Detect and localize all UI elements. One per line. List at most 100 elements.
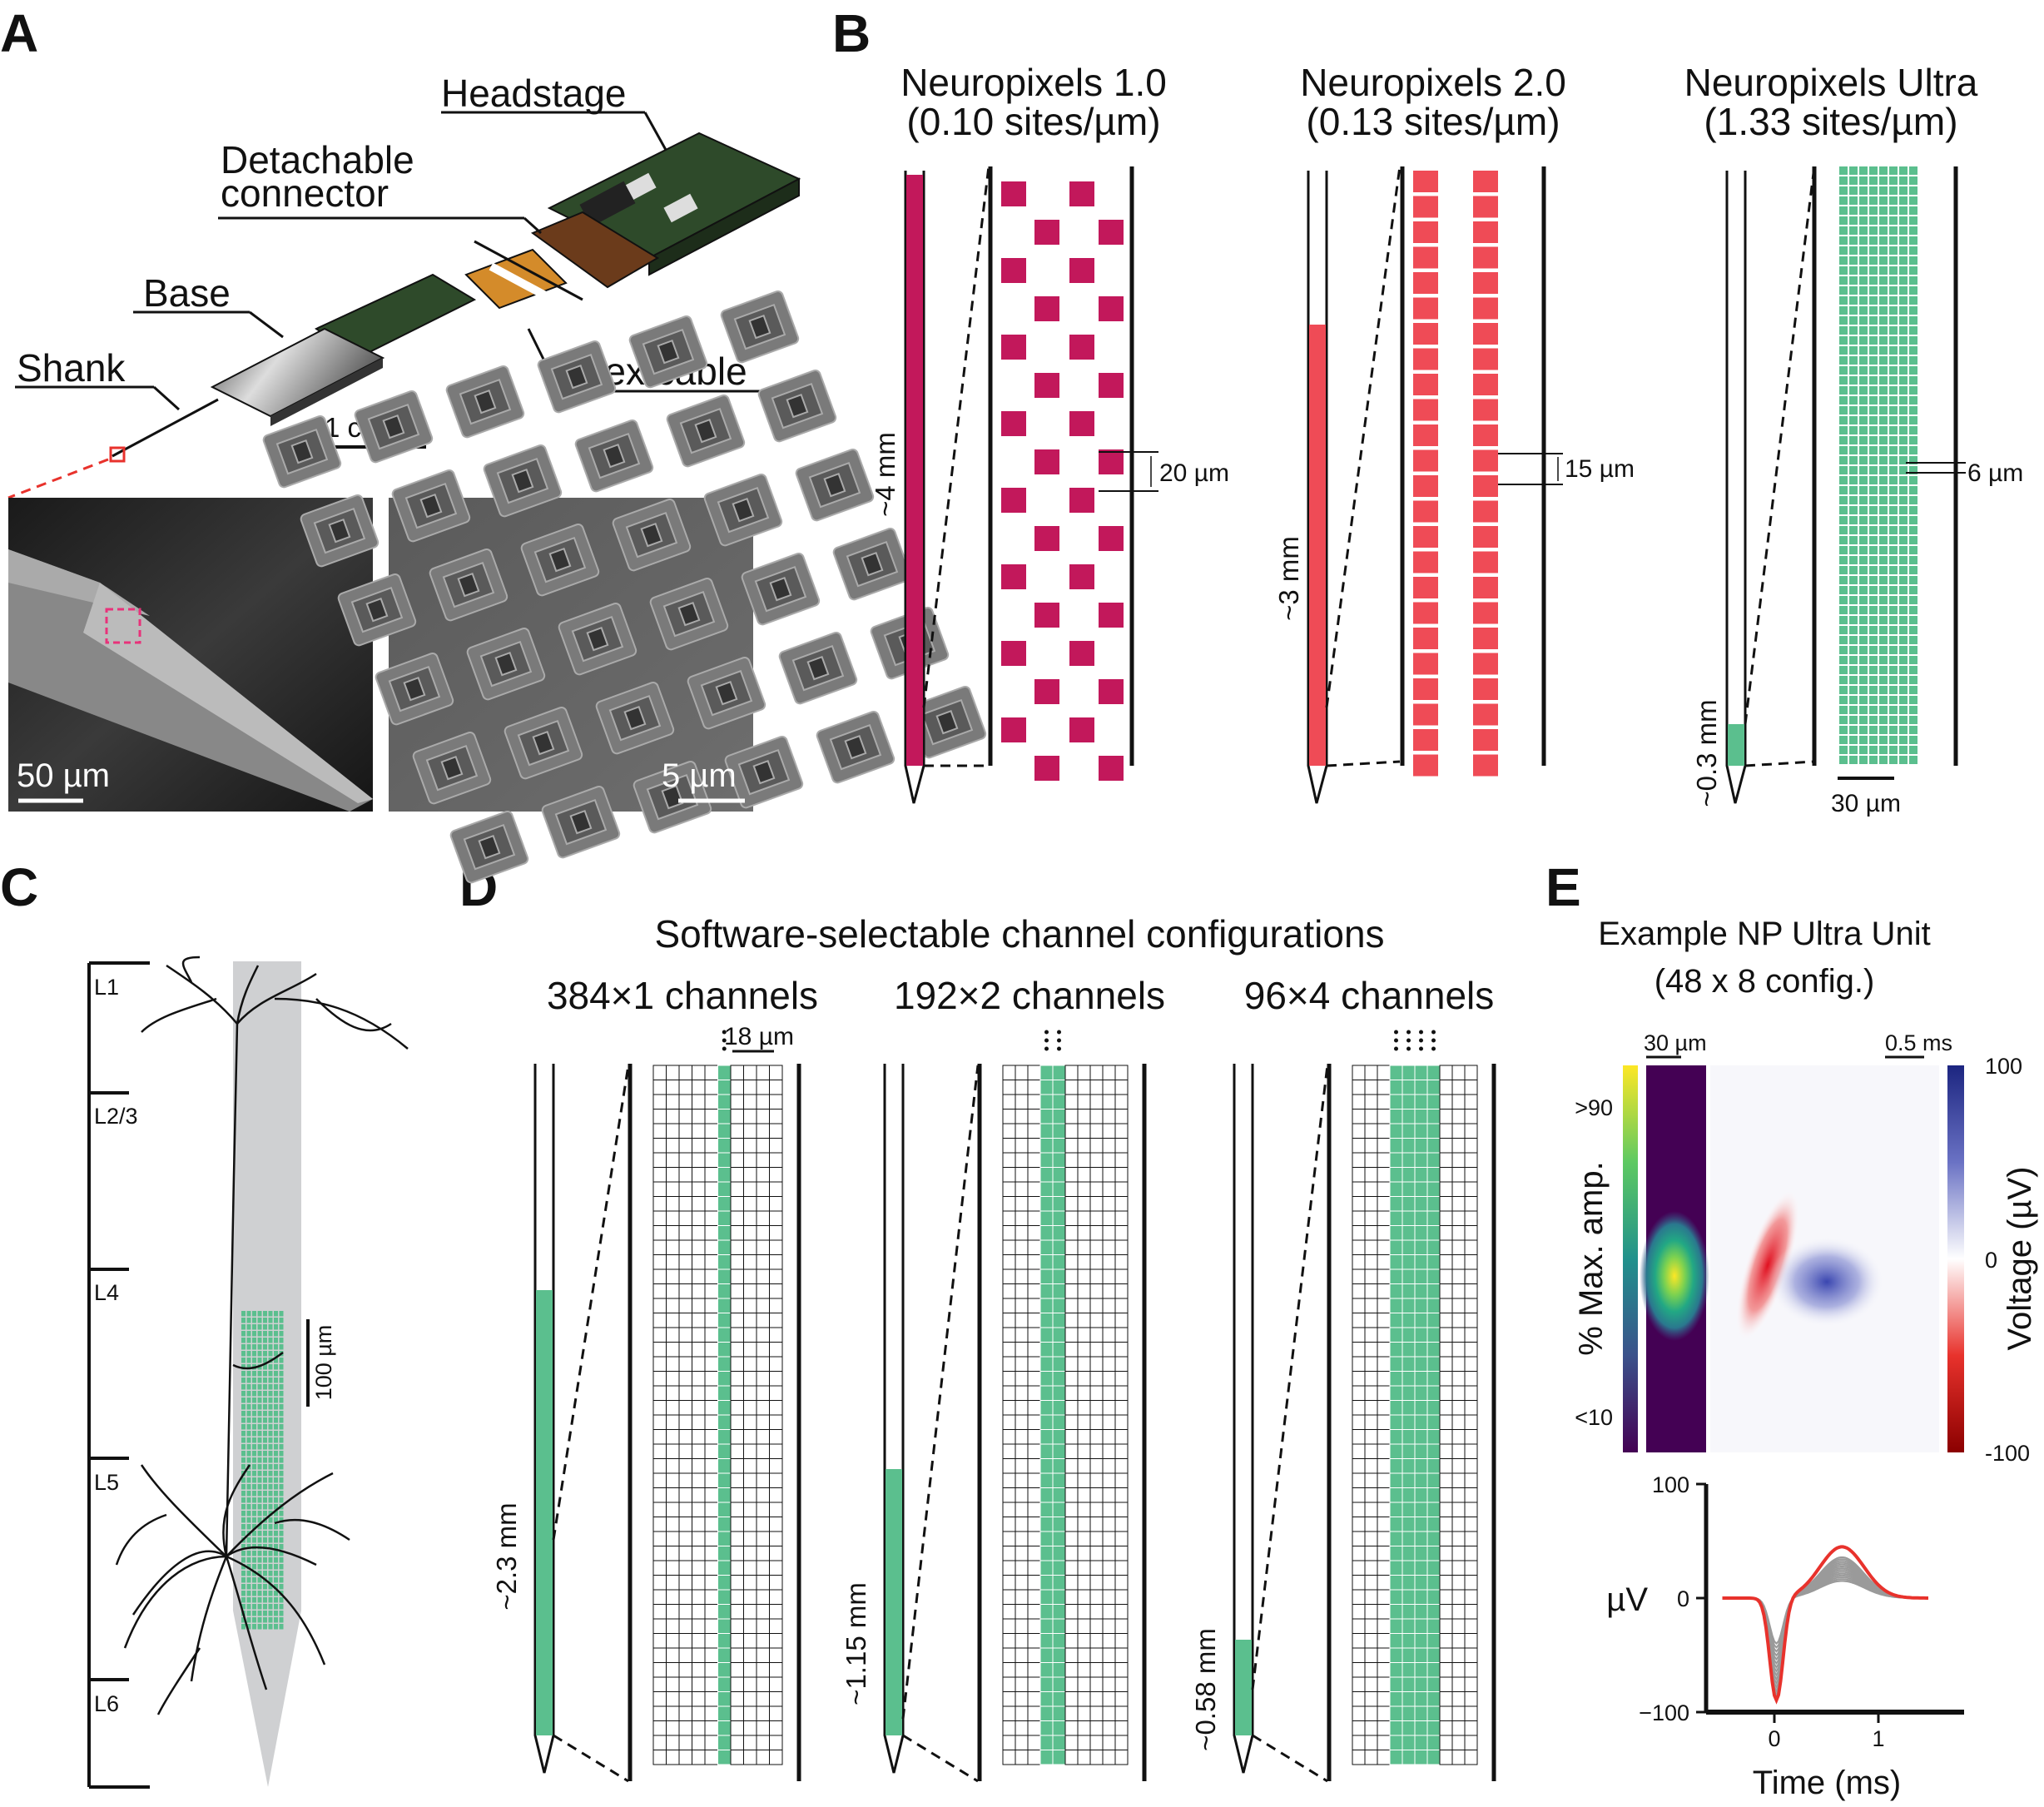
channel-cell: [1102, 1560, 1116, 1576]
channel-cell: [1077, 1167, 1091, 1183]
channel-cell: [743, 1720, 757, 1736]
channel-cell: [666, 1735, 680, 1750]
channel-cell: [717, 1429, 732, 1445]
channel-cell: [1077, 1429, 1091, 1445]
c-site: [252, 1491, 256, 1497]
channel-cell: [1027, 1676, 1041, 1692]
sem-site: [537, 340, 617, 414]
ultra-site: [1839, 676, 1848, 684]
ultra-site: [1889, 476, 1898, 484]
ultra-site: [1839, 436, 1848, 444]
c-site: [263, 1491, 267, 1497]
ultra-site: [1859, 666, 1868, 674]
channel-cell: [717, 1283, 732, 1299]
zoom-line: [1251, 1065, 1329, 1690]
ultra-site: [1899, 256, 1908, 265]
channel-cell: [1352, 1371, 1366, 1387]
channel-cell: [1377, 1210, 1391, 1226]
channel-cell: [678, 1109, 692, 1124]
channel-cell: [704, 1109, 718, 1124]
channel-cell: [1439, 1414, 1453, 1430]
ultra-site: [1859, 556, 1868, 564]
channel-cell: [1439, 1225, 1453, 1241]
ultra-site: [1869, 486, 1878, 494]
pyramidal-neuron: [115, 956, 409, 1715]
ultra-site: [1859, 266, 1868, 275]
channel-cell: [666, 1313, 680, 1328]
c-site: [268, 1584, 273, 1590]
ultra-site: [1859, 366, 1868, 375]
dot: [1044, 1038, 1049, 1043]
channel-cell: [1464, 1414, 1478, 1430]
channel-cell: [666, 1443, 680, 1459]
channel-cell: [743, 1458, 757, 1474]
channel-cell: [1077, 1094, 1091, 1110]
channel-cell: [1015, 1575, 1029, 1591]
c-site: [274, 1397, 278, 1403]
channel-cell: [704, 1458, 718, 1474]
ultra-site: [1899, 576, 1908, 584]
ultra-site: [1879, 436, 1888, 444]
ultra-site: [1859, 166, 1868, 175]
c-site: [263, 1351, 267, 1357]
channel-cell: [692, 1429, 706, 1445]
channel-cell: [1015, 1283, 1029, 1299]
ultra-site: [1889, 326, 1898, 335]
channel-cell: [1114, 1720, 1129, 1736]
ultra-site: [1869, 666, 1878, 674]
ultra-site: [1839, 216, 1848, 225]
channel-cell: [1002, 1662, 1016, 1678]
ultra-site: [1869, 496, 1878, 504]
c-site: [274, 1611, 278, 1616]
c-site: [263, 1324, 267, 1330]
ultra-site: [1859, 326, 1868, 335]
channel-cell: [1439, 1589, 1453, 1605]
channel-cell: [1089, 1109, 1104, 1124]
ultra-site: [1869, 716, 1878, 724]
channel-cell: [1002, 1167, 1016, 1183]
ultra-site: [1849, 726, 1858, 734]
channel-cell: [1077, 1618, 1091, 1634]
channel-cell: [1426, 1720, 1441, 1736]
channel-cell: [1077, 1313, 1091, 1328]
channel-cell: [666, 1560, 680, 1576]
channel-cell: [1052, 1268, 1066, 1284]
channel-cell: [717, 1080, 732, 1095]
ultra-site: [1849, 536, 1858, 544]
channel-cell: [756, 1531, 770, 1546]
channel-cell: [717, 1313, 732, 1328]
channel-cell: [743, 1342, 757, 1358]
c-site: [274, 1564, 278, 1570]
ultra-site: [1849, 166, 1858, 175]
channel-cell: [1114, 1138, 1129, 1154]
shank-outline: [883, 1064, 905, 1774]
c-site: [257, 1437, 262, 1443]
channel-cell: [1451, 1327, 1466, 1343]
channel-cell: [1089, 1283, 1104, 1299]
amp-high: >90: [1575, 1095, 1613, 1120]
channel-cell: [1052, 1720, 1066, 1736]
channel-cell: [1451, 1546, 1466, 1561]
channel-cell: [1015, 1676, 1029, 1692]
channel-cell: [1052, 1225, 1066, 1241]
ultra-site: [1899, 246, 1908, 255]
np2-site: [1413, 374, 1438, 395]
ultra-site: [1859, 296, 1868, 305]
channel-cell: [704, 1254, 718, 1270]
c-site: [246, 1544, 251, 1550]
channel-cell: [769, 1138, 783, 1154]
channel-cell: [1052, 1210, 1066, 1226]
np2-site: [1413, 171, 1438, 192]
ultra-site: [1889, 226, 1898, 235]
c-site: [257, 1431, 262, 1437]
ultra-site: [1879, 376, 1888, 385]
c-site: [268, 1318, 273, 1323]
channel-cell: [1052, 1691, 1066, 1707]
channel-cell: [717, 1487, 732, 1503]
channel-cell: [1389, 1123, 1403, 1139]
channel-cell: [1027, 1268, 1041, 1284]
channel-cell: [1089, 1705, 1104, 1721]
channel-cell: [1364, 1400, 1378, 1416]
channel-cell: [1102, 1750, 1116, 1765]
channel-cell: [1352, 1254, 1366, 1270]
